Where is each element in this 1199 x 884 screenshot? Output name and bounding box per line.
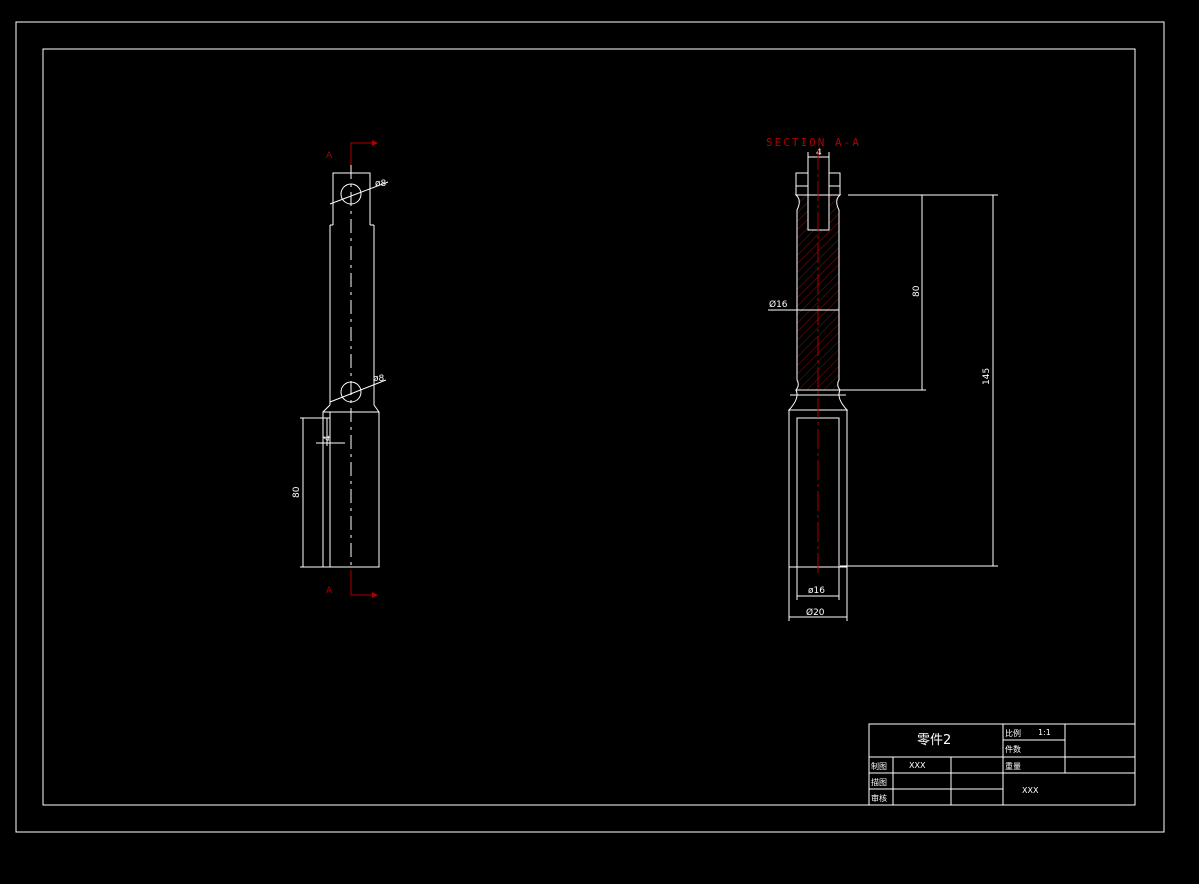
vertical-dim: 80: [292, 486, 302, 498]
section-top-dim: 4: [816, 148, 822, 158]
reviewer-label: 审核: [871, 793, 887, 803]
weight-label: 重量: [1005, 761, 1021, 771]
part-name: 零件2: [917, 733, 951, 748]
quantity-label: 件数: [1005, 744, 1021, 754]
drawn-label: 制图: [871, 761, 887, 771]
diameter-mid: Ø16: [769, 299, 788, 310]
hole-top-dim: ø8: [375, 179, 387, 189]
inner-border: [42, 48, 1136, 806]
length-dim-inner: 80: [912, 285, 922, 297]
designer-label: 描图: [871, 777, 887, 787]
left-view: A A ø8 ø8 80 4: [292, 140, 389, 598]
section-marker-bottom: A: [326, 586, 333, 596]
section-arrowhead-bottom: [372, 592, 378, 598]
section-arrow-top: [350, 142, 372, 170]
section-marker-top: A: [326, 151, 333, 161]
section-view: SECTION A-A 4 Ø16 80 145: [766, 136, 998, 621]
length-dim-overall: 145: [982, 368, 992, 385]
diameter-bottom-inner: ø16: [808, 586, 825, 596]
diameter-bottom-outer: Ø20: [806, 607, 825, 618]
hole-bottom-dim: ø8: [373, 374, 385, 384]
company: XXX: [1022, 786, 1039, 795]
section-arrow-bottom: [350, 570, 372, 596]
left-body-outline: [322, 404, 380, 568]
scale-label: 比例: [1005, 728, 1021, 738]
title-block: 零件2 比例 1:1 件数 制图 XXX 重量 描图 审核 XXX: [868, 723, 1136, 806]
section-arrowhead-top: [372, 140, 378, 146]
section-label: SECTION A-A: [766, 136, 861, 149]
scale-value: 1:1: [1038, 728, 1051, 737]
small-dim: 4: [323, 435, 333, 441]
outer-border: [15, 21, 1165, 833]
drawn-value: XXX: [909, 761, 926, 770]
